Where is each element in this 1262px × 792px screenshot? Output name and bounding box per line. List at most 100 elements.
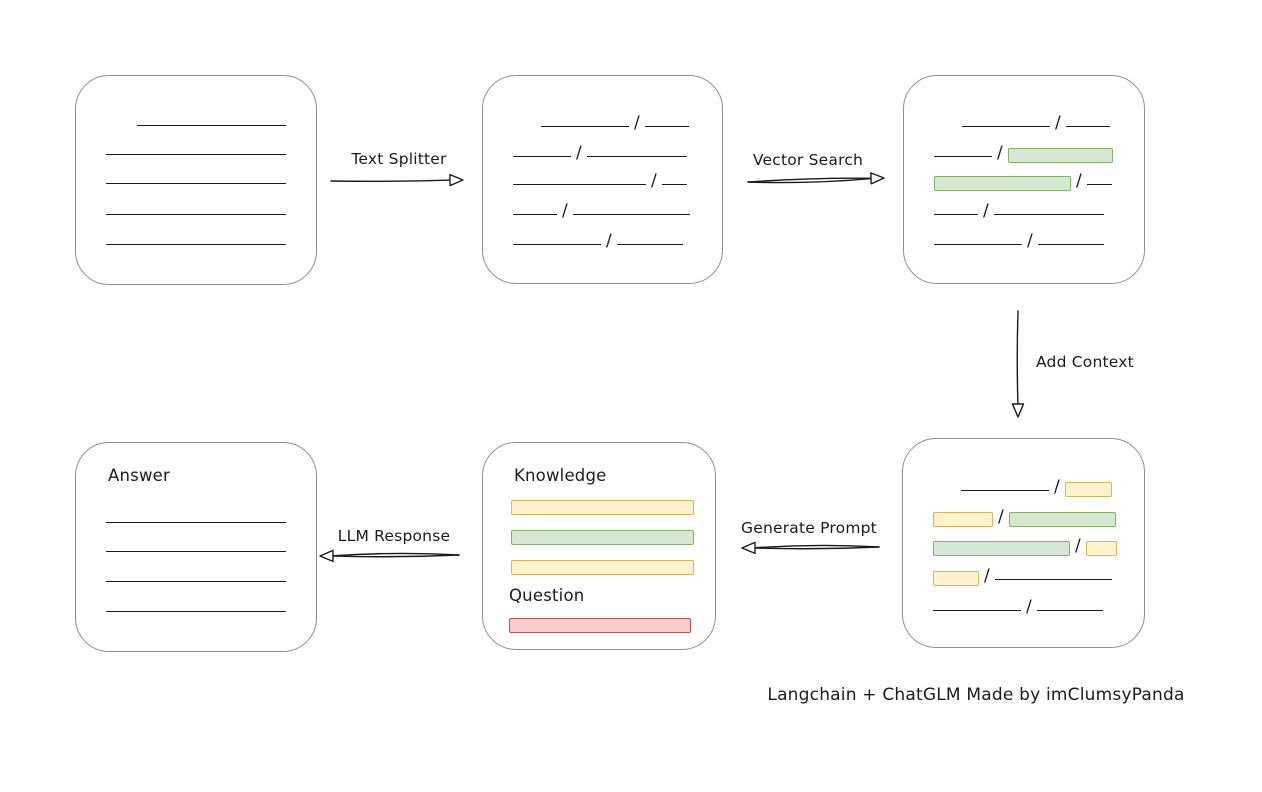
text-splitter-arrow-label: Text Splitter	[351, 150, 447, 168]
text-row	[106, 168, 286, 192]
text-row: /	[934, 199, 1104, 223]
slash-separator: /	[983, 201, 989, 221]
generate-prompt-arrow	[741, 541, 880, 555]
highlight-bar-green	[1007, 148, 1113, 163]
text-row: /	[933, 564, 1112, 588]
text-line	[934, 156, 992, 157]
text-row: /	[513, 169, 687, 193]
vector-search-arrow	[747, 172, 885, 185]
add-context-arrow-label: Add Context	[1036, 353, 1134, 371]
slash-separator: /	[606, 231, 612, 251]
text-row	[106, 199, 286, 223]
vector-search-matches-box: / / / / /	[903, 75, 1145, 284]
text-row	[511, 553, 694, 577]
text-line	[513, 156, 571, 157]
vector-search-arrow-shaft	[747, 177, 875, 184]
generate-prompt-arrow-shaft	[751, 544, 880, 549]
text-line	[106, 551, 286, 552]
add-context-arrowhead	[1011, 403, 1025, 418]
text-row	[106, 229, 286, 253]
text-row: /	[541, 111, 689, 135]
text-row: /	[513, 229, 683, 253]
text-row	[509, 611, 691, 635]
text-row: /	[513, 141, 687, 165]
text-row	[106, 566, 286, 590]
text-line	[661, 184, 687, 185]
text-line	[137, 125, 286, 126]
text-line	[616, 244, 683, 245]
text-line	[1037, 244, 1104, 245]
text-line	[993, 214, 1104, 215]
text-line	[106, 611, 286, 612]
slash-separator: /	[984, 566, 990, 586]
highlight-bar-yellow	[933, 571, 979, 586]
text-row: /	[933, 534, 1117, 558]
context-selection-box: /////	[902, 438, 1145, 648]
prompt-title-label: Question	[509, 586, 585, 605]
slash-separator: /	[1076, 171, 1082, 191]
llm-response-arrow	[319, 549, 460, 563]
text-line	[106, 154, 286, 155]
text-row	[106, 507, 286, 531]
text-line	[934, 244, 1022, 245]
text-row: /	[513, 199, 690, 223]
vector-search-arrowhead	[870, 172, 885, 185]
split-text-chunks-box: / / / / /	[482, 75, 723, 284]
highlight-bar-green	[511, 530, 694, 545]
text-splitter-arrow-shaft	[330, 179, 454, 183]
slash-separator: /	[634, 113, 640, 133]
text-line	[513, 244, 601, 245]
slash-separator: /	[1055, 113, 1061, 133]
slash-separator: /	[998, 507, 1004, 527]
text-line	[106, 581, 286, 582]
text-line	[644, 126, 689, 127]
add-context-arrow-shaft	[1016, 310, 1019, 408]
highlight-bar-green	[1008, 512, 1116, 527]
text-line	[962, 126, 1050, 127]
text-line	[106, 244, 286, 245]
text-row: /	[962, 111, 1110, 135]
generate-prompt-arrow-shaft	[751, 546, 880, 550]
text-line	[106, 522, 286, 523]
text-line	[106, 183, 286, 184]
slash-separator: /	[1075, 536, 1081, 556]
text-row: /	[934, 229, 1104, 253]
text-row	[106, 139, 286, 163]
text-line	[1086, 184, 1112, 185]
text-splitter-arrowhead	[449, 173, 464, 187]
text-line	[513, 184, 646, 185]
llm-response-arrow-label: LLM Response	[337, 527, 451, 545]
text-row	[106, 596, 286, 620]
highlight-bar-yellow	[1064, 482, 1112, 497]
text-line	[106, 214, 286, 215]
text-line	[541, 126, 629, 127]
llm-response-arrow-shaft	[329, 552, 460, 557]
highlight-bar-red	[509, 618, 691, 633]
slash-separator: /	[1027, 231, 1033, 251]
text-line	[572, 214, 690, 215]
highlight-bar-yellow	[933, 512, 993, 527]
text-splitter-arrow	[330, 173, 464, 187]
highlight-bar-green	[934, 176, 1071, 191]
text-line	[961, 490, 1049, 491]
text-line	[994, 579, 1112, 580]
text-row: /	[934, 169, 1112, 193]
text-line	[513, 214, 557, 215]
llm-response-arrowhead	[319, 549, 334, 563]
text-line	[934, 214, 978, 215]
slash-separator: /	[1054, 477, 1060, 497]
source-document-box	[75, 75, 317, 285]
text-line	[933, 610, 1021, 611]
slash-separator: /	[576, 143, 582, 163]
text-row: /	[961, 475, 1112, 499]
generate-prompt-arrowhead	[741, 541, 756, 555]
text-row	[511, 493, 694, 517]
highlight-bar-yellow	[511, 560, 694, 575]
generate-prompt-arrow-label: Generate Prompt	[741, 519, 877, 537]
text-line	[1065, 126, 1110, 127]
text-row: /	[934, 141, 1113, 165]
prompt-title-label: Knowledge	[514, 466, 607, 485]
attribution-text: Langchain + ChatGLM Made by imClumsyPand…	[767, 685, 1185, 705]
